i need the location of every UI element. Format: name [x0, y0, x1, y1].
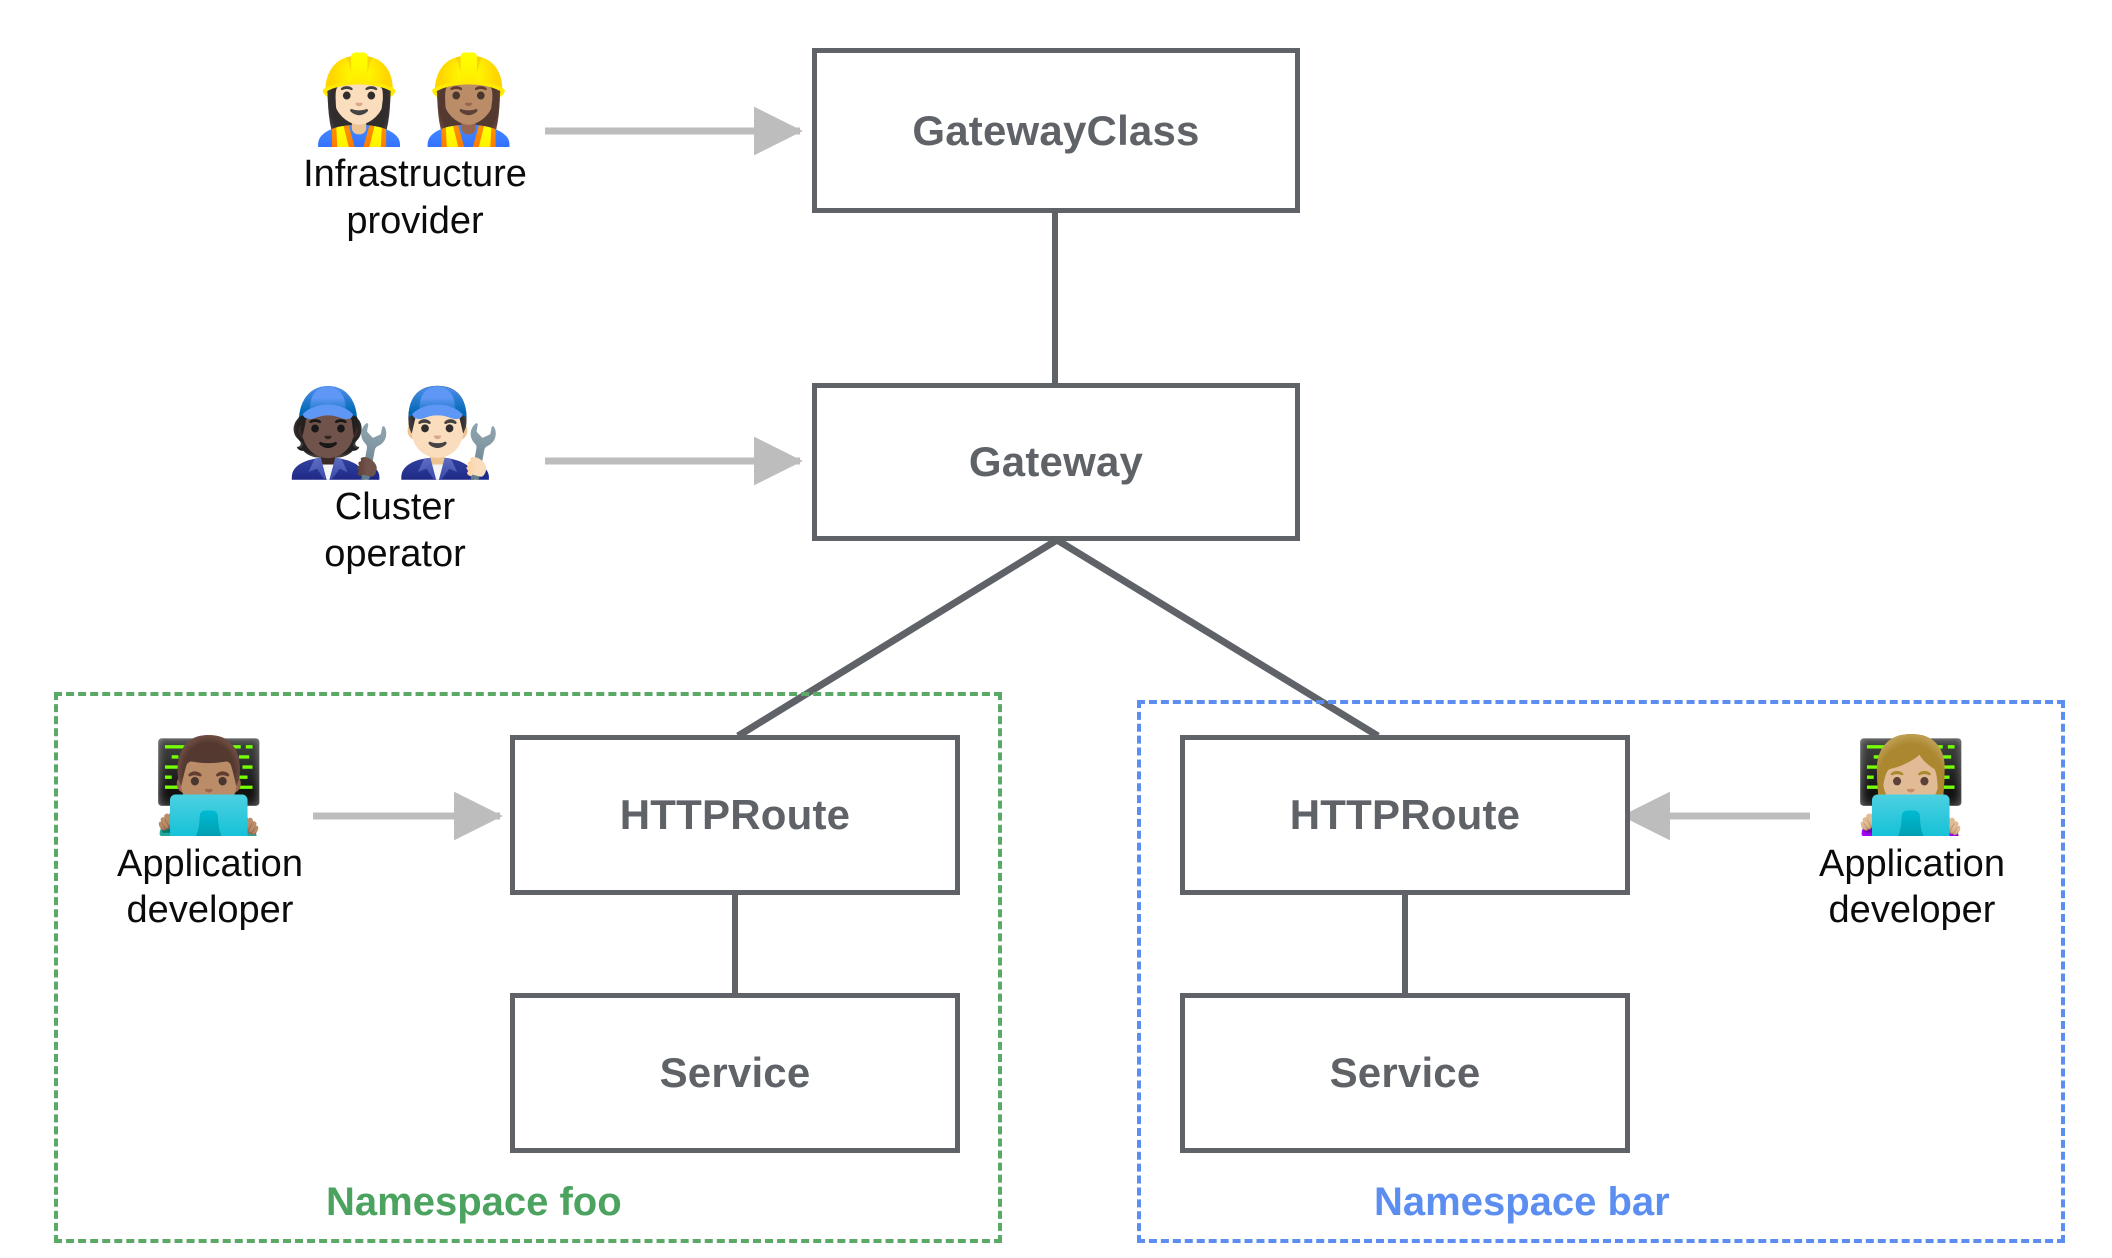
persona-application-developer-bar: 👩🏼‍💻 Application developer — [1797, 738, 2027, 933]
persona-cluster-operator-label: Cluster operator — [324, 486, 466, 575]
persona-infrastructure-provider-label: Infrastructure provider — [303, 153, 527, 242]
persona-application-developer-bar-label: Application developer — [1819, 842, 2005, 931]
mechanics-icon: 🧑🏿‍🔧👨🏻‍🔧 — [285, 385, 505, 481]
node-service-bar[interactable]: Service — [1180, 993, 1630, 1153]
persona-application-developer-foo: 👨🏽‍💻 Application developer — [95, 738, 325, 933]
woman-technologist-icon: 👩🏼‍💻 — [1853, 735, 1971, 837]
node-httproute-foo[interactable]: HTTPRoute — [510, 735, 960, 895]
persona-infrastructure-provider: 👷🏻‍♀️👷🏽‍♀️ Infrastructure provider — [270, 55, 560, 244]
node-service-bar-label: Service — [1329, 1049, 1481, 1096]
node-gatewayclass[interactable]: GatewayClass — [812, 48, 1300, 213]
node-httproute-bar[interactable]: HTTPRoute — [1180, 735, 1630, 895]
node-gateway[interactable]: Gateway — [812, 383, 1300, 541]
construction-worker-women-icon: 👷🏻‍♀️👷🏽‍♀️ — [305, 52, 525, 148]
node-httproute-foo-label: HTTPRoute — [619, 791, 851, 838]
node-httproute-bar-label: HTTPRoute — [1289, 791, 1521, 838]
node-service-foo-label: Service — [659, 1049, 811, 1096]
node-gateway-label: Gateway — [968, 438, 1144, 485]
persona-cluster-operator: 🧑🏿‍🔧👨🏻‍🔧 Cluster operator — [250, 388, 540, 577]
namespace-foo-label: Namespace foo — [326, 1180, 622, 1224]
namespace-bar-container: Namespace bar — [1137, 700, 2065, 1243]
man-technologist-icon: 👨🏽‍💻 — [151, 735, 269, 837]
namespace-bar-label: Namespace bar — [1374, 1180, 1670, 1224]
persona-application-developer-foo-label: Application developer — [117, 842, 303, 931]
namespace-foo-container: Namespace foo — [54, 692, 1002, 1243]
node-gatewayclass-label: GatewayClass — [912, 106, 1200, 154]
node-service-foo[interactable]: Service — [510, 993, 960, 1153]
